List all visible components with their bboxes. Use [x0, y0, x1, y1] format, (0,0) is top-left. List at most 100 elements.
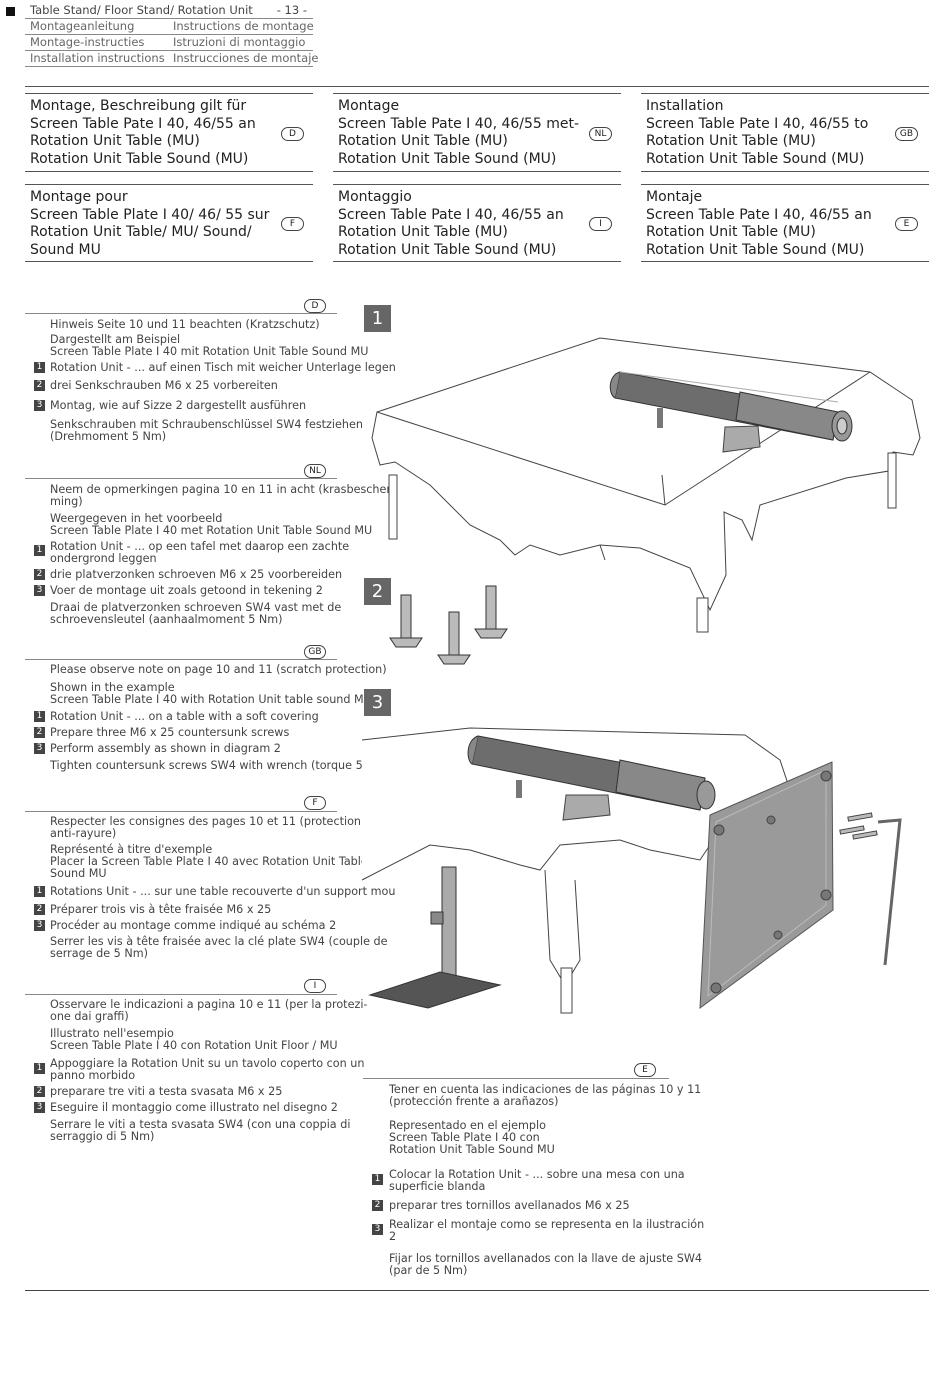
- section-divider: [25, 313, 337, 314]
- divider: [641, 93, 929, 94]
- title-nl: Montage Screen Table Pate I 40, 46/55 me…: [338, 98, 580, 167]
- step-text: Préparer trois vis à tête fraisée M6 x 2…: [50, 903, 272, 916]
- step-number: 3: [372, 1224, 383, 1235]
- step-text: Rotation Unit - ... on a table with a so…: [50, 710, 319, 723]
- lang-badge-nl: NL: [589, 127, 612, 141]
- divider: [25, 261, 313, 262]
- section-badge-f: F: [304, 796, 326, 810]
- step-text: preparar tres tornillos avellanados M6 x…: [389, 1199, 630, 1212]
- section-badge-e: E: [634, 1063, 656, 1077]
- header-row: Montageanleitung Instructions de montage: [25, 19, 314, 35]
- step-number: 3: [34, 743, 45, 754]
- header-label: Montage-instructies: [30, 35, 145, 49]
- step-text: drei Senkschrauben M6 x 25 vorbereiten: [50, 379, 278, 392]
- title-gb: Installation Screen Table Pate I 40, 46/…: [646, 98, 869, 167]
- note-text: Hinweis Seite 10 und 11 beachten (Kratzs…: [50, 318, 320, 331]
- section-divider: [363, 1078, 669, 1079]
- divider: [641, 261, 929, 262]
- step-text: Rotation Unit - ... auf einen Tisch mit …: [50, 361, 396, 374]
- example-text: Illustrato nell'esempio Screen Table Pla…: [50, 1027, 338, 1052]
- divider: [25, 93, 313, 94]
- lang-badge-e: E: [895, 217, 918, 231]
- divider: [25, 18, 313, 19]
- note-text: Neem de opmerkingen pagina 10 en 11 in a…: [50, 483, 395, 508]
- rotation-unit-1: [609, 371, 853, 453]
- section-divider: [25, 811, 337, 812]
- step-text: Eseguire il montaggio come illustrato ne…: [50, 1101, 338, 1114]
- lang-badge-i: I: [589, 217, 612, 231]
- figure-number-3: 3: [364, 689, 391, 716]
- figure-2-screws: [389, 585, 508, 665]
- header-label: Installation instructions: [30, 51, 165, 65]
- step-text: Appoggiare la Rotation Unit su un tavolo…: [50, 1057, 365, 1082]
- section-badge-gb: GB: [304, 645, 326, 659]
- lang-badge-f: F: [281, 217, 304, 231]
- lang-badge-gb: GB: [895, 127, 918, 141]
- header-label: Instructions de montage: [173, 19, 314, 33]
- step-text: drie platverzonken schroeven M6 x 25 voo…: [50, 568, 343, 581]
- header-label: Montageanleitung: [30, 19, 135, 33]
- example-text: Representado en el ejemplo Screen Table …: [389, 1119, 555, 1156]
- divider: [25, 184, 313, 185]
- title-f: Montage pour Screen Table Plate I 40/ 46…: [30, 189, 270, 258]
- divider: [641, 171, 929, 172]
- header-row-title: Table Stand/ Floor Stand/ Rotation Unit …: [25, 3, 313, 19]
- final-text: Serrer les vis à tête fraisée avec la cl…: [50, 935, 388, 960]
- title-d: Montage, Beschreibung gilt für Screen Ta…: [30, 98, 256, 167]
- example-text: Shown in the example Screen Table Plate …: [50, 681, 372, 706]
- header-row: Montage-instructies Istruzioni di montag…: [25, 35, 313, 51]
- step-number: 2: [34, 727, 45, 738]
- divider: [333, 261, 621, 262]
- section-divider: [25, 659, 337, 660]
- step-number: 2: [34, 569, 45, 580]
- section-divider: [25, 478, 337, 479]
- step-text: Realizar el montaje como se representa e…: [389, 1218, 705, 1243]
- step-number: 3: [34, 1102, 45, 1113]
- note-text: Respecter les consignes des pages 10 et …: [50, 815, 362, 840]
- divider: [333, 93, 621, 94]
- note-text: Please observe note on page 10 and 11 (s…: [50, 663, 387, 676]
- step-number: 3: [34, 400, 45, 411]
- divider: [25, 66, 313, 67]
- section-badge-nl: NL: [304, 464, 326, 478]
- step-text: Colocar la Rotation Unit - ... sobre una…: [389, 1168, 685, 1193]
- step-number: 1: [372, 1174, 383, 1185]
- table-stand: [368, 866, 502, 1009]
- rotation-unit-3: [467, 735, 716, 821]
- final-text: Draai de platverzonken schroeven SW4 vas…: [50, 601, 342, 626]
- title-i: Montaggio Screen Table Pate I 40, 46/55 …: [338, 189, 564, 258]
- step-number: 1: [34, 886, 45, 897]
- screen-plate: [699, 761, 834, 1010]
- step-text: preparare tre viti a testa svasata M6 x …: [50, 1085, 283, 1098]
- example-text: Weergegeven in het voorbeeld Screen Tabl…: [50, 512, 373, 537]
- figure-number-1: 1: [364, 305, 391, 332]
- section-badge-i: I: [304, 979, 326, 993]
- header-doc-title: Table Stand/ Floor Stand/ Rotation Unit: [30, 3, 253, 17]
- final-text: Fijar los tornillos avellanados con la l…: [389, 1252, 702, 1277]
- divider: [333, 184, 621, 185]
- figure-number-2: 2: [364, 578, 391, 605]
- lang-badge-d: D: [281, 127, 304, 141]
- example-text: Représenté à titre d'exemple Placer la S…: [50, 843, 368, 880]
- bottom-rule: [25, 1290, 929, 1291]
- header-row: Installation instructions Instrucciones …: [25, 51, 318, 67]
- final-text: Senkschrauben mit Schraubenschlüssel SW4…: [50, 418, 363, 443]
- step-number: 3: [34, 920, 45, 931]
- note-text: Tener en cuenta las indicaciones de las …: [389, 1083, 702, 1108]
- step-number: 1: [34, 1063, 45, 1074]
- example-text: Dargestellt am Beispiel Screen Table Pla…: [50, 333, 369, 358]
- header-label: Istruzioni di montaggio: [173, 35, 306, 49]
- step-text: Montag, wie auf Sizze 2 dargestellt ausf…: [50, 399, 307, 412]
- step-number: 1: [34, 711, 45, 722]
- page-number: - 13 -: [276, 3, 307, 17]
- step-number: 2: [34, 380, 45, 391]
- divider: [641, 184, 929, 185]
- step-number: 2: [372, 1200, 383, 1211]
- divider: [25, 34, 313, 35]
- divider: [333, 171, 621, 172]
- header-marker: [6, 7, 15, 16]
- top-rule: [25, 86, 929, 87]
- step-number: 2: [34, 1086, 45, 1097]
- header-label: Instrucciones de montaje: [173, 51, 319, 65]
